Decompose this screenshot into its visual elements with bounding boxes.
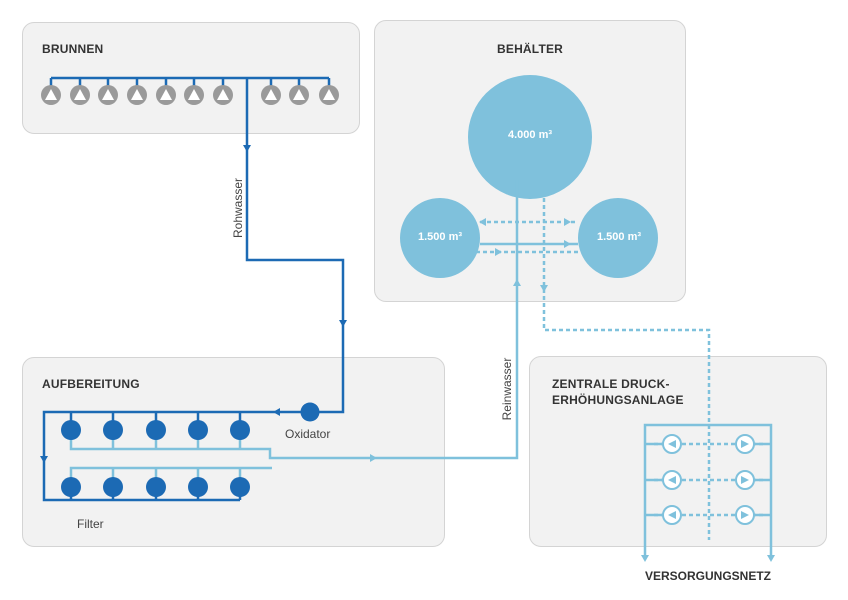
flow-arrow-icon	[641, 555, 649, 562]
flow-arrow-icon	[339, 320, 347, 327]
title-druck-line2: ERHÖHUNGSANLAGE	[552, 393, 684, 407]
versorgungsnetz-label: VERSORGUNGSNETZ	[645, 569, 772, 583]
title-aufbereitung: AUFBEREITUNG	[42, 377, 140, 391]
tank-left	[400, 198, 480, 278]
well-header-pipe	[49, 76, 331, 86]
flow-arrow-icon	[495, 248, 502, 256]
filter-clean-pipes	[69, 290, 519, 478]
panel-aufbereitung	[22, 357, 445, 547]
flow-arrow-icon	[40, 456, 48, 463]
tank-right-label: 1.500 m³	[596, 231, 642, 243]
flow-arrow-icon	[479, 218, 486, 226]
rohwasser-pipe	[245, 78, 345, 414]
title-behaelter: BEHÄLTER	[497, 42, 564, 56]
flow-arrow-icon	[243, 145, 251, 152]
rohwasser-label: Rohwasser	[231, 177, 245, 239]
filter-tank-icon	[61, 420, 250, 497]
flow-arrow-icon	[564, 240, 571, 248]
tank-inflow-pipes	[480, 180, 578, 290]
tank-left-label: 1.500 m³	[417, 231, 463, 243]
filter-label: Filter	[77, 517, 104, 531]
triangle-pump-icon	[41, 85, 339, 105]
title-druck-line1: ZENTRALE DRUCK-	[552, 377, 670, 391]
pressure-pump-icon	[662, 434, 755, 525]
reinwasser-label: Reinwasser	[500, 357, 514, 421]
flow-arrow-icon	[767, 555, 775, 562]
flow-arrow-icon	[540, 285, 548, 292]
tank-large-label: 4.000 m³	[507, 129, 553, 141]
oxidator-label: Oxidator	[285, 427, 331, 441]
title-brunnen: BRUNNEN	[42, 42, 104, 56]
oxidator-icon	[300, 402, 320, 422]
flow-arrow-icon	[564, 218, 571, 226]
tank-right	[578, 198, 658, 278]
flow-arrow-icon	[370, 454, 377, 462]
tank-large	[468, 75, 592, 199]
